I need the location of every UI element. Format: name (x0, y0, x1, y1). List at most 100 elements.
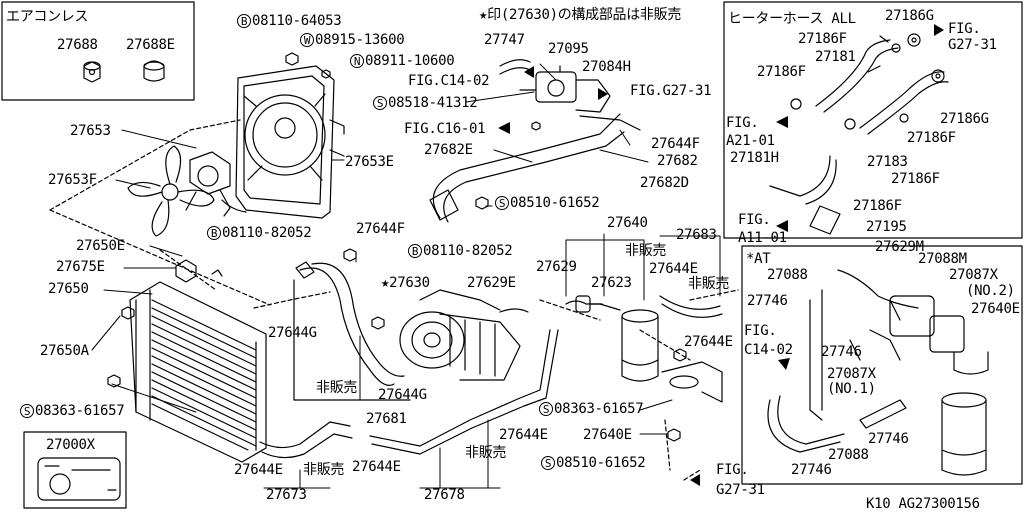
label-p27747: 27747 (484, 33, 525, 47)
label-text-p27746-d: 27746 (791, 462, 832, 478)
circle-prefix-p08110-82052-b: B (408, 244, 422, 258)
label-p27644e-a: 27644E (649, 262, 698, 276)
label-text-p27682: 27682 (657, 153, 698, 169)
arrows (498, 24, 944, 486)
label-text-p27644g-b: 27644G (378, 387, 427, 403)
label-text-p27650a: 27650A (40, 343, 89, 359)
label-p27650a: 27650A (40, 344, 89, 358)
label-text-p08363-b: 08363-61657 (554, 401, 644, 417)
label-text-p27195: 27195 (866, 219, 907, 235)
label-text-p27682d: 27682D (640, 175, 689, 191)
label-text-p27088m: 27088M (918, 251, 967, 267)
label-text-hihanbai-1: 非販売 (625, 243, 667, 259)
label-p27653e: 27653E (345, 155, 394, 169)
label-p27186f-a: 27186F (798, 32, 847, 46)
label-text-p27746-a: 27746 (747, 293, 788, 309)
label-text-p08510-b: 08510-61652 (556, 455, 646, 471)
label-p27688e: 27688E (126, 38, 175, 52)
circle-prefix-p08510-a: S (495, 196, 509, 210)
label-p27000x: 27000X (46, 438, 95, 452)
label-p27678: 27678 (424, 488, 465, 502)
label-text-p27629: 27629 (536, 259, 577, 275)
dashed-leaders (49, 119, 739, 481)
label-text-p27688: 27688 (57, 37, 98, 53)
label-text-figg27-31-a: FIG.G27-31 (630, 83, 712, 99)
circle-prefix-p08911: N (350, 54, 364, 68)
label-text-p27678: 27678 (424, 487, 465, 503)
label-p27088-b: 27088 (828, 448, 869, 462)
label-hihanbai-4: 非販売 (465, 446, 506, 460)
label-text-p27675e: 27675E (56, 259, 105, 275)
label-text-hihanbai-2: 非販売 (688, 276, 730, 292)
label-text-p27186f-c: 27186F (907, 130, 956, 146)
label-p27186f-c: 27186F (907, 131, 956, 145)
label-figc16-01: FIG.C16-01 (404, 122, 486, 136)
label-fig-a21-01: FIG. (726, 116, 759, 130)
label-p27650: 27650 (48, 282, 89, 296)
label-p27644e-c: 27644E (499, 428, 548, 442)
leader-lines (91, 63, 721, 489)
label-p27682: 27682 (657, 154, 698, 168)
circle-prefix-p08110-82052-a: B (207, 226, 221, 240)
label-text-p27087x-a: 27087X (949, 267, 998, 283)
label-p27673: 27673 (266, 488, 307, 502)
label-p27746-b: 27746 (821, 345, 862, 359)
label-text-p27640e-a: 27640E (583, 427, 632, 443)
label-text-p27644e-a: 27644E (649, 261, 698, 277)
heater-hose-box (723, 1, 1023, 239)
label-fig-g27-31-b: FIG. (716, 463, 749, 477)
label-fig-a11-01: FIG. (738, 213, 771, 227)
label-p27186f-e: 27186F (853, 199, 902, 213)
label-p27640e-b: 27640E (971, 302, 1020, 316)
label-p27629e: 27629E (467, 276, 516, 290)
heater-hose-parts (769, 33, 949, 235)
label-text-fig-a11-01: FIG. (738, 212, 771, 228)
at-parts (767, 269, 989, 476)
label-text-p27653: 27653 (70, 123, 111, 139)
label-text-p27087x-a2: (NO.2) (966, 283, 1015, 299)
compressor (399, 289, 529, 381)
label-text-p08363-a: 08363-61657 (35, 403, 125, 419)
label-p27644g-b: 27644G (378, 388, 427, 402)
label-text-fig-g27-31-b2: G27-31 (716, 482, 765, 498)
label-text-footer-code: K10 AG27300156 (866, 496, 980, 512)
pressure-switch (575, 295, 603, 313)
label-text-aircon-box-title: エアコンレス (6, 9, 89, 25)
label-text-fig-g27-31-c2: G27-31 (948, 37, 997, 53)
label-p27653: 27653 (70, 124, 111, 138)
label-p27675e: 27675E (56, 260, 105, 274)
bolts (107, 52, 687, 442)
label-text-p27186f-a: 27186F (798, 31, 847, 47)
label-text-p08110-82052-a: 08110-82052 (222, 225, 312, 241)
fan-shroud (235, 65, 345, 219)
label-p27183: 27183 (867, 155, 908, 169)
label-p27087x-b: 27087X (827, 367, 876, 381)
label-p27640: 27640 (607, 216, 648, 230)
label-text-p27644f-a: 27644F (651, 136, 700, 152)
label-text-p27186g-a: 27186G (885, 8, 934, 24)
fan-blade (127, 145, 215, 237)
at-box (741, 245, 1023, 485)
label-p27629m: 27629M (875, 240, 924, 254)
label-p27653f: 27653F (48, 173, 97, 187)
label-p27088m: 27088M (918, 252, 967, 266)
label-p27087x-a: 27087X (949, 268, 998, 282)
label-text-p08510-a: 08510-61652 (510, 195, 600, 211)
label-fig-g27-31-c: FIG. (948, 22, 981, 36)
label-p27629: 27629 (536, 260, 577, 274)
label-hihanbai-1: 非販売 (625, 244, 666, 258)
label-p27630: ★27630 (381, 276, 430, 290)
label-p27095: 27095 (548, 42, 589, 56)
label-aircon-box-title: エアコンレス (6, 9, 89, 25)
label-text-p08518: 08518-41312 (388, 95, 478, 111)
label-text-p27181: 27181 (815, 49, 856, 65)
label-text-figc14-02: FIG.C14-02 (408, 73, 490, 89)
label-text-p27088-b: 27088 (828, 447, 869, 463)
label-text-p27650e: 27650E (76, 238, 125, 254)
